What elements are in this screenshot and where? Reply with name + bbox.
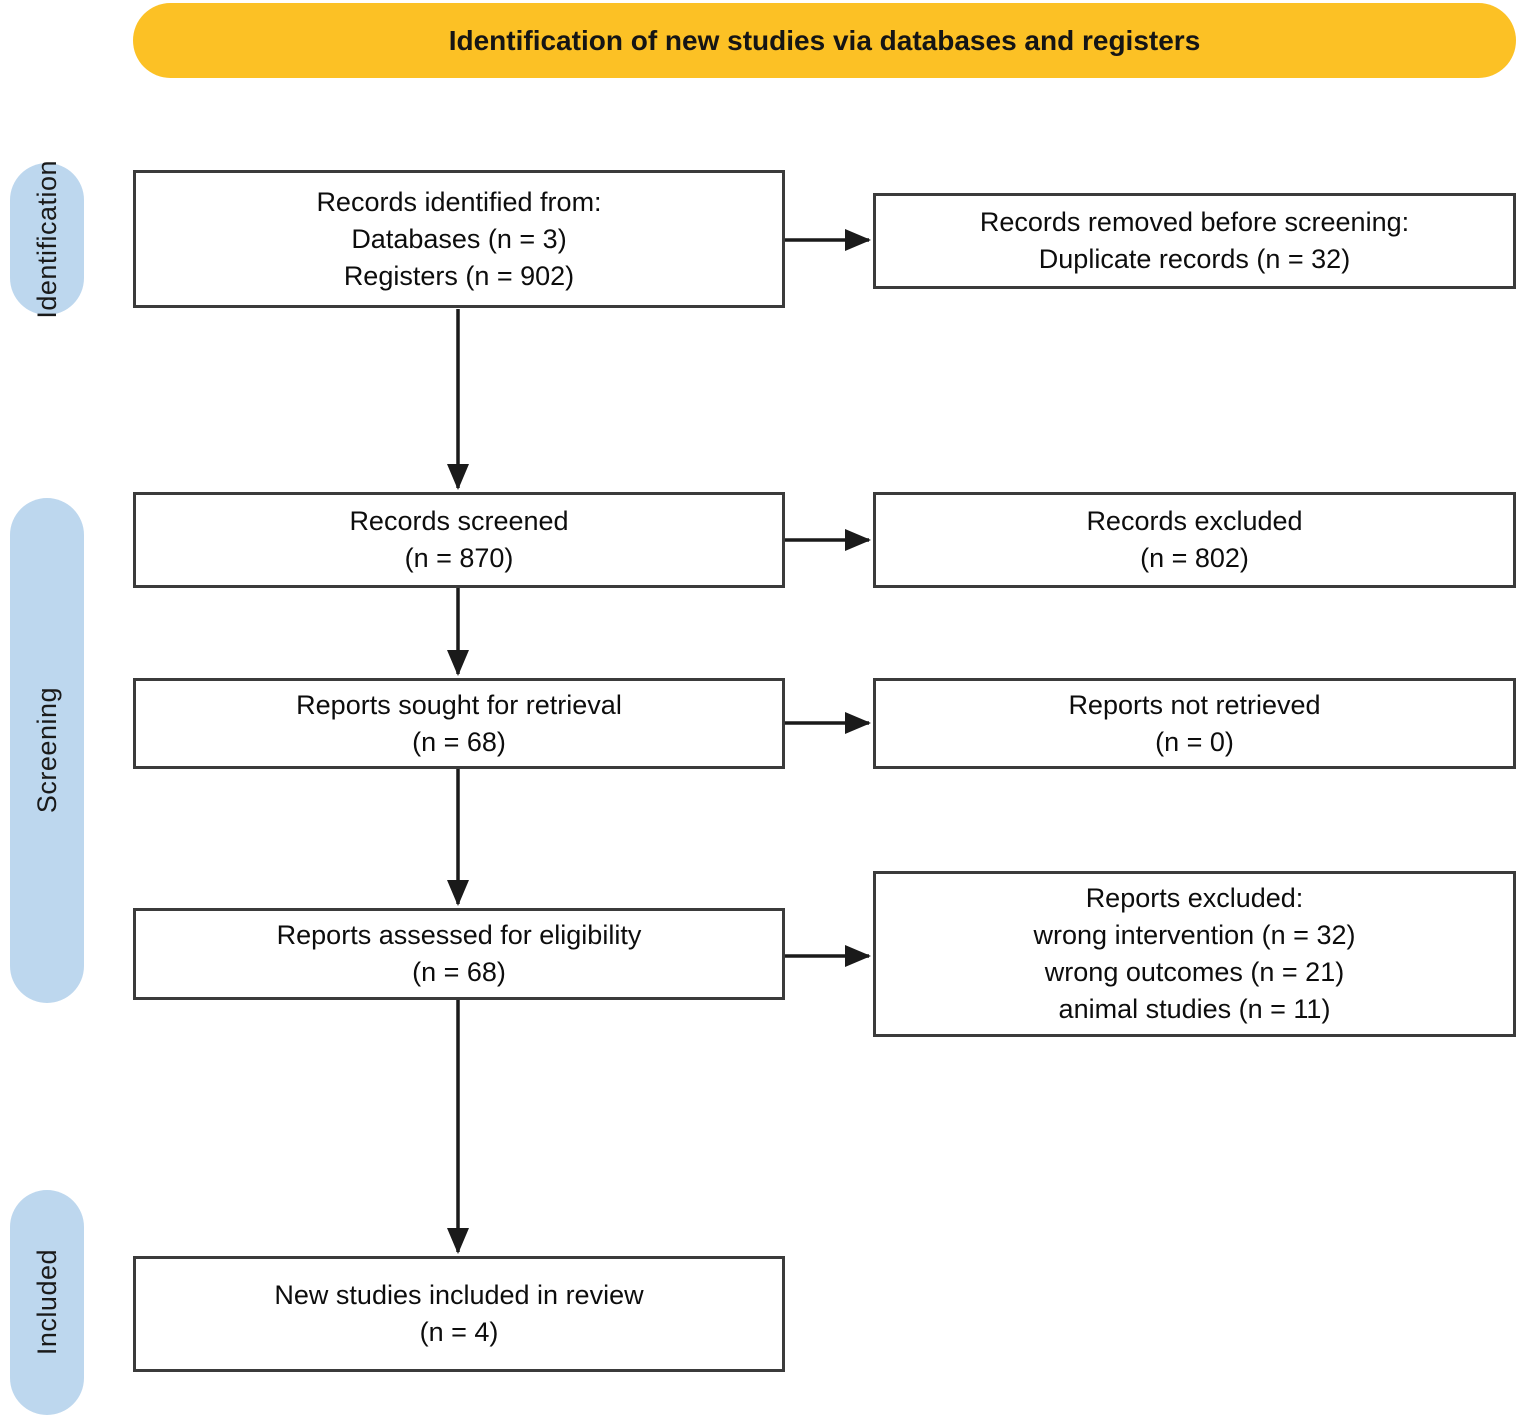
box-reports-not-retrieved: Reports not retrieved (n = 0) bbox=[873, 678, 1516, 769]
box-reports-excluded: Reports excluded: wrong intervention (n =… bbox=[873, 871, 1516, 1037]
box-text-line: Records removed before screening: bbox=[979, 207, 1410, 237]
box-text-line: (n = 68) bbox=[412, 726, 506, 757]
box-text-line: (n = 870) bbox=[404, 543, 514, 573]
box-text-line: Records screened bbox=[349, 506, 569, 536]
box-text-line: (n = 4) bbox=[419, 1317, 499, 1347]
box-text-line: Registers (n = 902) bbox=[343, 260, 575, 291]
stage-pill-identification: Identification bbox=[10, 160, 84, 318]
box-text-line: Records identified from: bbox=[316, 186, 602, 217]
box-records-screened: Records screened (n = 870) bbox=[133, 492, 785, 588]
box-text-line: New studies included in review bbox=[274, 1280, 644, 1310]
box-text-line: wrong outcomes (n = 21) bbox=[1044, 957, 1345, 987]
box-text-line: Reports excluded: bbox=[1085, 883, 1304, 913]
stage-pill-screening: Screening bbox=[10, 498, 84, 1003]
box-text-line: (n = 0) bbox=[1155, 726, 1234, 757]
box-records-identified: Records identified from: Databases (n = 3… bbox=[133, 170, 785, 308]
box-reports-assessed-for-eligibility: Reports assessed for eligibility (n = 68) bbox=[133, 908, 785, 1000]
box-text-line: Reports sought for retrieval bbox=[296, 689, 622, 720]
box-text-line: Reports not retrieved bbox=[1068, 689, 1321, 720]
banner-identification-of-new-studies: Identification of new studies via databa… bbox=[133, 3, 1516, 78]
box-reports-sought-for-retrieval: Reports sought for retrieval (n = 68) bbox=[133, 678, 785, 769]
box-text-line: animal studies (n = 11) bbox=[1058, 994, 1331, 1024]
box-records-excluded: Records excluded (n = 802) bbox=[873, 492, 1516, 588]
box-text-line: Duplicate records (n = 32) bbox=[1038, 244, 1351, 274]
box-text-line: (n = 68) bbox=[412, 957, 506, 987]
box-text-line: Reports assessed for eligibility bbox=[276, 920, 642, 950]
box-records-removed-before-screening: Records removed before screening: Duplica… bbox=[873, 193, 1516, 289]
banner-title: Identification of new studies via databa… bbox=[448, 24, 1201, 56]
stage-label-screening: Screening bbox=[31, 687, 62, 814]
box-text-line: Records excluded bbox=[1086, 506, 1303, 536]
stage-label-identification: Identification bbox=[31, 159, 62, 319]
box-text-line: (n = 802) bbox=[1140, 543, 1249, 573]
box-text-line: wrong intervention (n = 32) bbox=[1033, 920, 1356, 950]
box-text-line: Databases (n = 3) bbox=[351, 223, 567, 254]
stage-label-included: Included bbox=[31, 1249, 62, 1356]
box-new-studies-included-in-review: New studies included in review (n = 4) bbox=[133, 1256, 785, 1372]
stage-pill-included: Included bbox=[10, 1190, 84, 1415]
